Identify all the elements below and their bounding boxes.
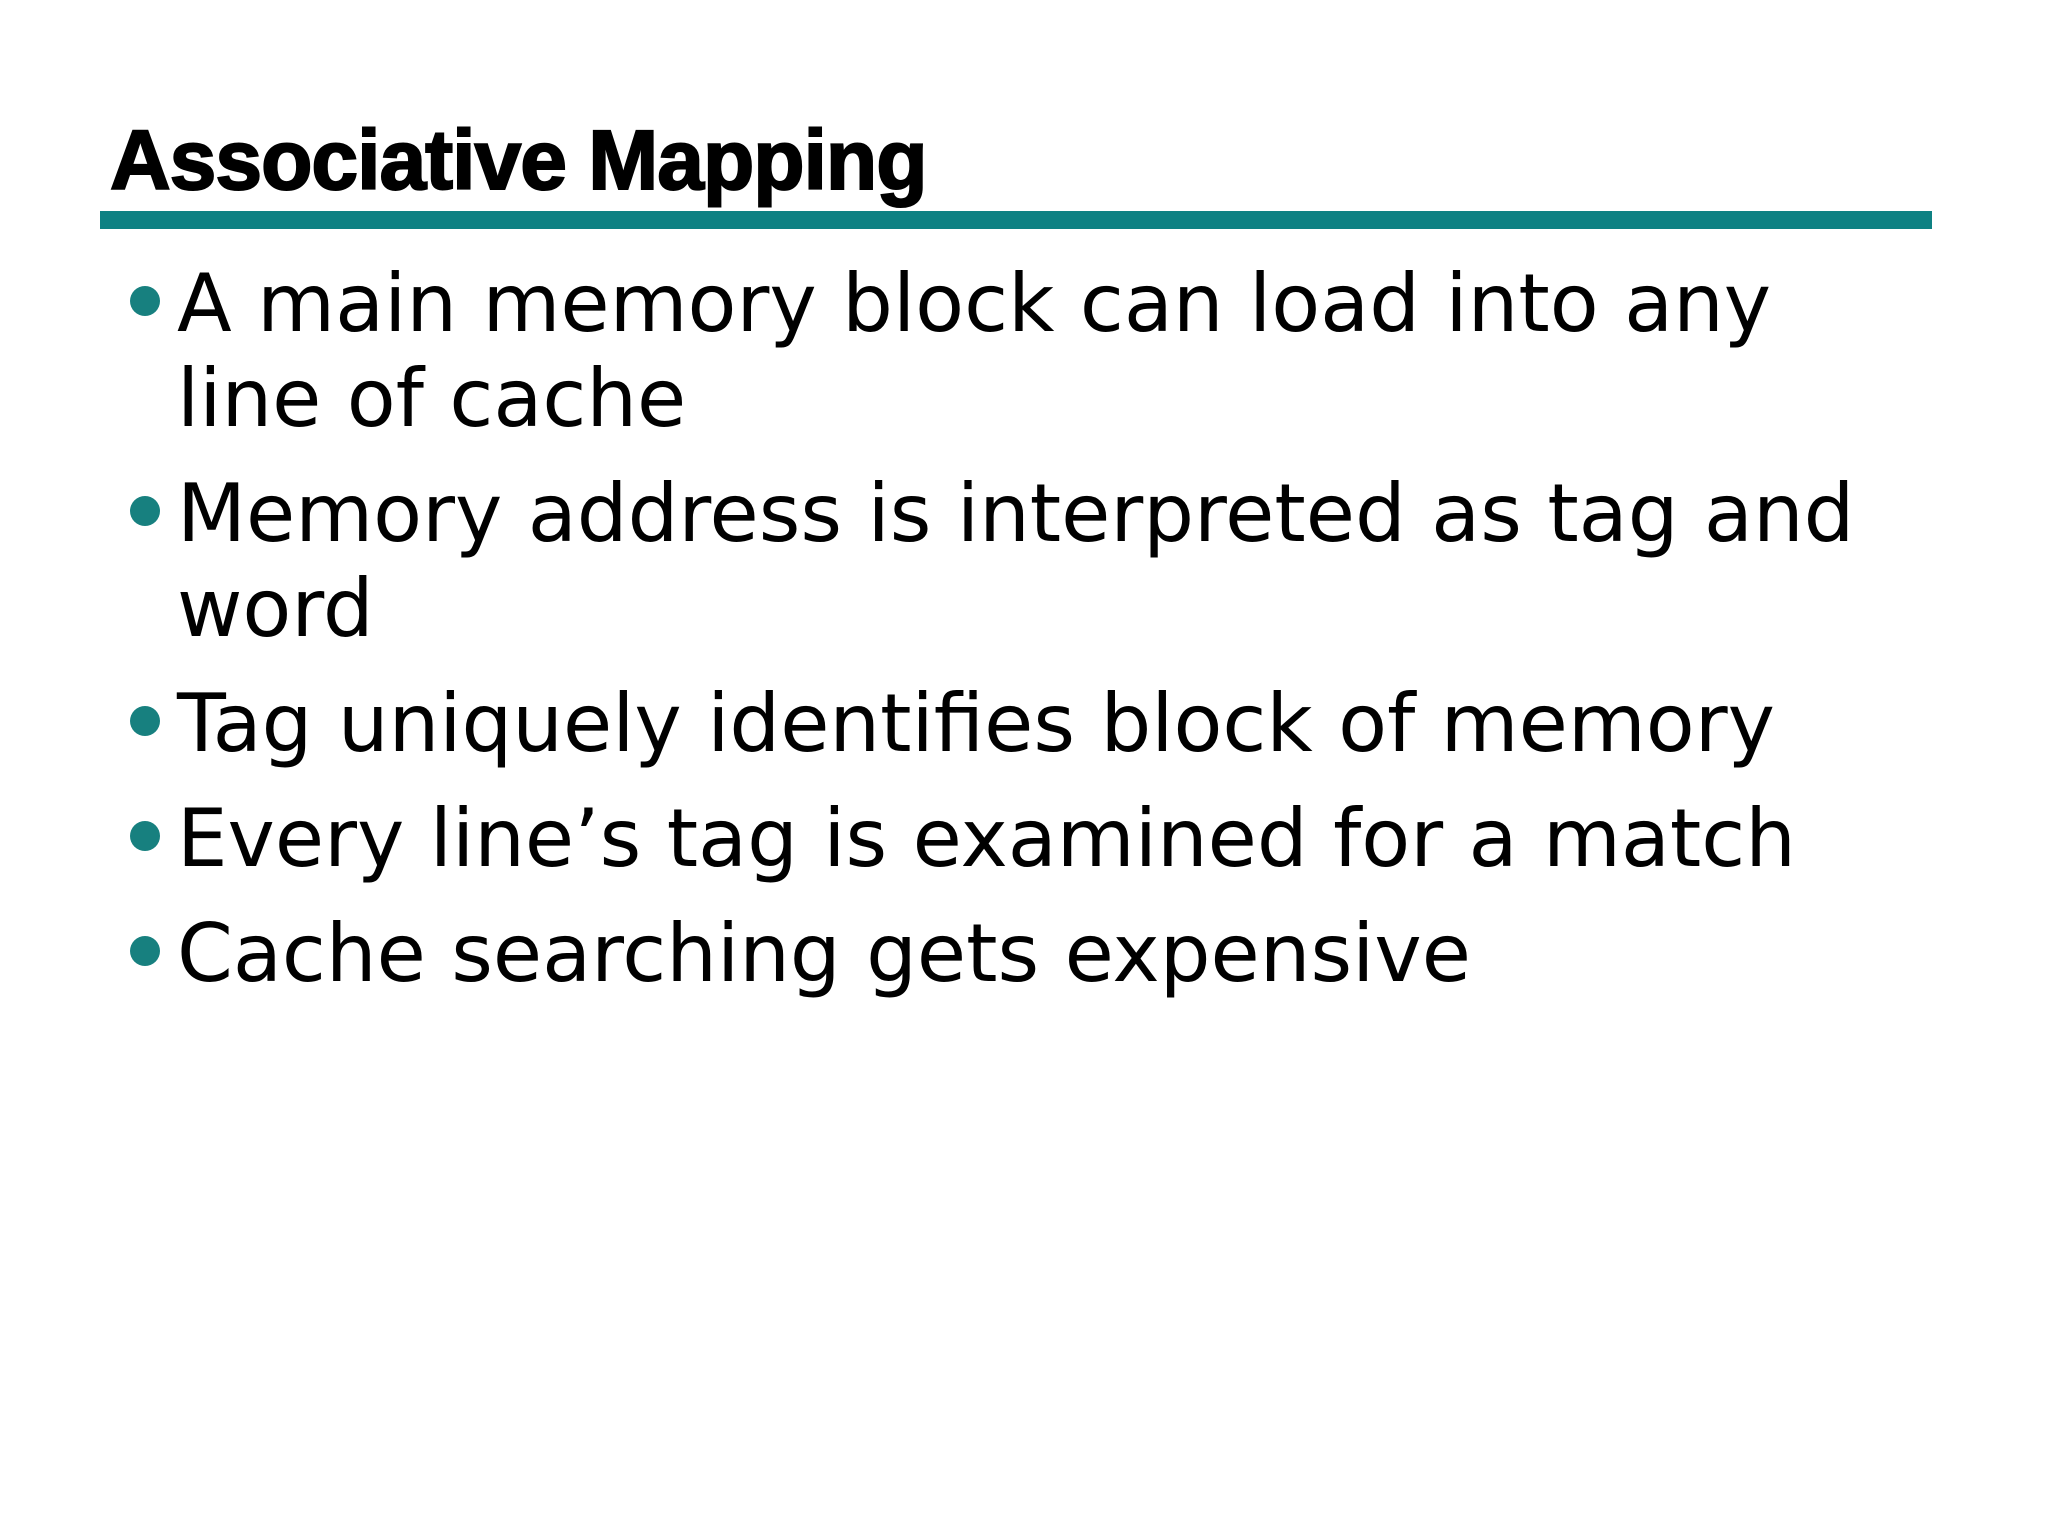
bullet-dot xyxy=(130,821,160,851)
bullet-item: Cache searching gets expensive xyxy=(130,906,1892,1001)
bullet-text: Cache searching gets expensive xyxy=(177,907,1471,1000)
bullet-text: Every line’s tag is examined for a match xyxy=(177,792,1796,885)
bullet-item: Tag uniquely identifies block of memory xyxy=(130,676,1892,771)
bullet-item: A main memory block can load into any li… xyxy=(130,256,1892,446)
bullet-item: Every line’s tag is examined for a match xyxy=(130,791,1892,886)
bullet-dot xyxy=(130,286,160,316)
bullet-list: A main memory block can load into any li… xyxy=(130,256,1892,1021)
bullet-dot xyxy=(130,936,160,966)
bullet-dot xyxy=(130,496,160,526)
bullet-text: Tag uniquely identifies block of memory xyxy=(177,677,1775,770)
bullet-text: Memory address is interpreted as tag and… xyxy=(177,467,1855,655)
title-underline-rule xyxy=(100,211,1932,229)
slide-title: Associative Mapping xyxy=(109,113,929,207)
bullet-dot xyxy=(130,706,160,736)
bullet-item: Memory address is interpreted as tag and… xyxy=(130,466,1892,656)
bullet-text: A main memory block can load into any li… xyxy=(177,257,1772,445)
